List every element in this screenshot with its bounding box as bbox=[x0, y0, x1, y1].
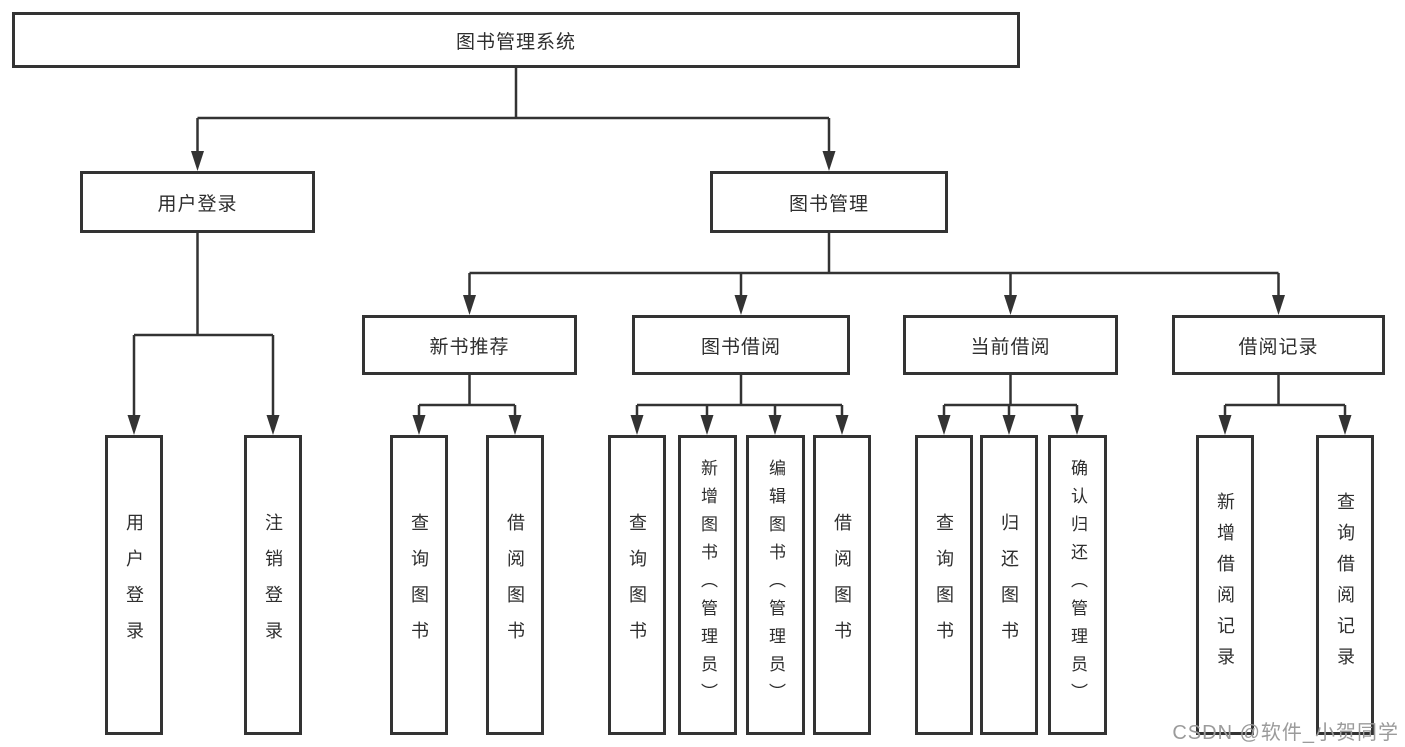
leaf-borrow-edit-books-admin-label: 编辑图书（管理员） bbox=[766, 459, 785, 711]
node-book-borrow-label: 图书借阅 bbox=[700, 336, 781, 358]
leaf-borrow-query-books: 查询图书 bbox=[608, 435, 666, 735]
leaf-user-login: 用户登录 bbox=[105, 435, 163, 735]
leaf-current-confirm-return-admin-label: 确认归还（管理员） bbox=[1068, 459, 1087, 711]
leaf-borrow-add-books-admin-label: 新增图书（管理员） bbox=[698, 459, 717, 711]
leaf-logout-label: 注销登录 bbox=[263, 513, 283, 657]
connector-borrow-to-leaves bbox=[635, 375, 844, 417]
node-user-login-label: 用户登录 bbox=[157, 193, 238, 215]
leaf-records-query-record-label: 查询借阅记录 bbox=[1335, 492, 1355, 678]
leaf-current-return-books: 归还图书 bbox=[980, 435, 1038, 735]
leaf-newbook-borrow-books-label: 借阅图书 bbox=[505, 513, 525, 657]
leaf-logout: 注销登录 bbox=[244, 435, 302, 735]
connector-records-to-leaves bbox=[1223, 375, 1347, 417]
node-current-borrow: 当前借阅 bbox=[903, 315, 1118, 375]
leaf-records-add-record: 新增借阅记录 bbox=[1196, 435, 1254, 735]
node-root-label: 图书管理系统 bbox=[455, 31, 576, 53]
leaf-current-confirm-return-admin: 确认归还（管理员） bbox=[1048, 435, 1107, 735]
leaf-records-query-record: 查询借阅记录 bbox=[1316, 435, 1374, 735]
arrowheads bbox=[127, 151, 1352, 435]
node-borrow-records-label: 借阅记录 bbox=[1238, 336, 1319, 358]
node-new-book-recommend: 新书推荐 bbox=[362, 315, 577, 375]
node-borrow-records: 借阅记录 bbox=[1172, 315, 1385, 375]
leaf-current-return-books-label: 归还图书 bbox=[999, 513, 1019, 657]
node-user-login-module: 用户登录 bbox=[80, 171, 315, 233]
connector-userlogin-to-leaves bbox=[132, 233, 275, 417]
leaf-current-query-books: 查询图书 bbox=[915, 435, 973, 735]
leaf-user-login-label: 用户登录 bbox=[124, 513, 144, 657]
leaf-borrow-query-books-label: 查询图书 bbox=[627, 513, 647, 657]
connector-current-to-leaves bbox=[942, 375, 1079, 417]
node-root-library-system: 图书管理系统 bbox=[12, 12, 1020, 68]
node-current-borrow-label: 当前借阅 bbox=[970, 336, 1051, 358]
node-book-borrow: 图书借阅 bbox=[632, 315, 850, 375]
connector-root-to-level2 bbox=[196, 68, 831, 153]
node-new-book-recommend-label: 新书推荐 bbox=[429, 336, 510, 358]
node-book-management-module: 图书管理 bbox=[710, 171, 948, 233]
leaf-borrow-borrow-books: 借阅图书 bbox=[813, 435, 871, 735]
connector-newbook-to-leaves bbox=[417, 375, 517, 417]
leaf-borrow-borrow-books-label: 借阅图书 bbox=[832, 513, 852, 657]
csdn-watermark: CSDN @软件_小贺同学 bbox=[1172, 722, 1399, 744]
leaf-borrow-add-books-admin: 新增图书（管理员） bbox=[678, 435, 737, 735]
node-book-management-label: 图书管理 bbox=[788, 193, 869, 215]
connector-bookmgmt-to-level3 bbox=[468, 233, 1280, 297]
leaf-newbook-query-books: 查询图书 bbox=[390, 435, 448, 735]
leaf-newbook-borrow-books: 借阅图书 bbox=[486, 435, 544, 735]
leaf-current-query-books-label: 查询图书 bbox=[934, 513, 954, 657]
leaf-newbook-query-books-label: 查询图书 bbox=[409, 513, 429, 657]
leaf-borrow-edit-books-admin: 编辑图书（管理员） bbox=[746, 435, 805, 735]
leaf-records-add-record-label: 新增借阅记录 bbox=[1215, 492, 1235, 678]
